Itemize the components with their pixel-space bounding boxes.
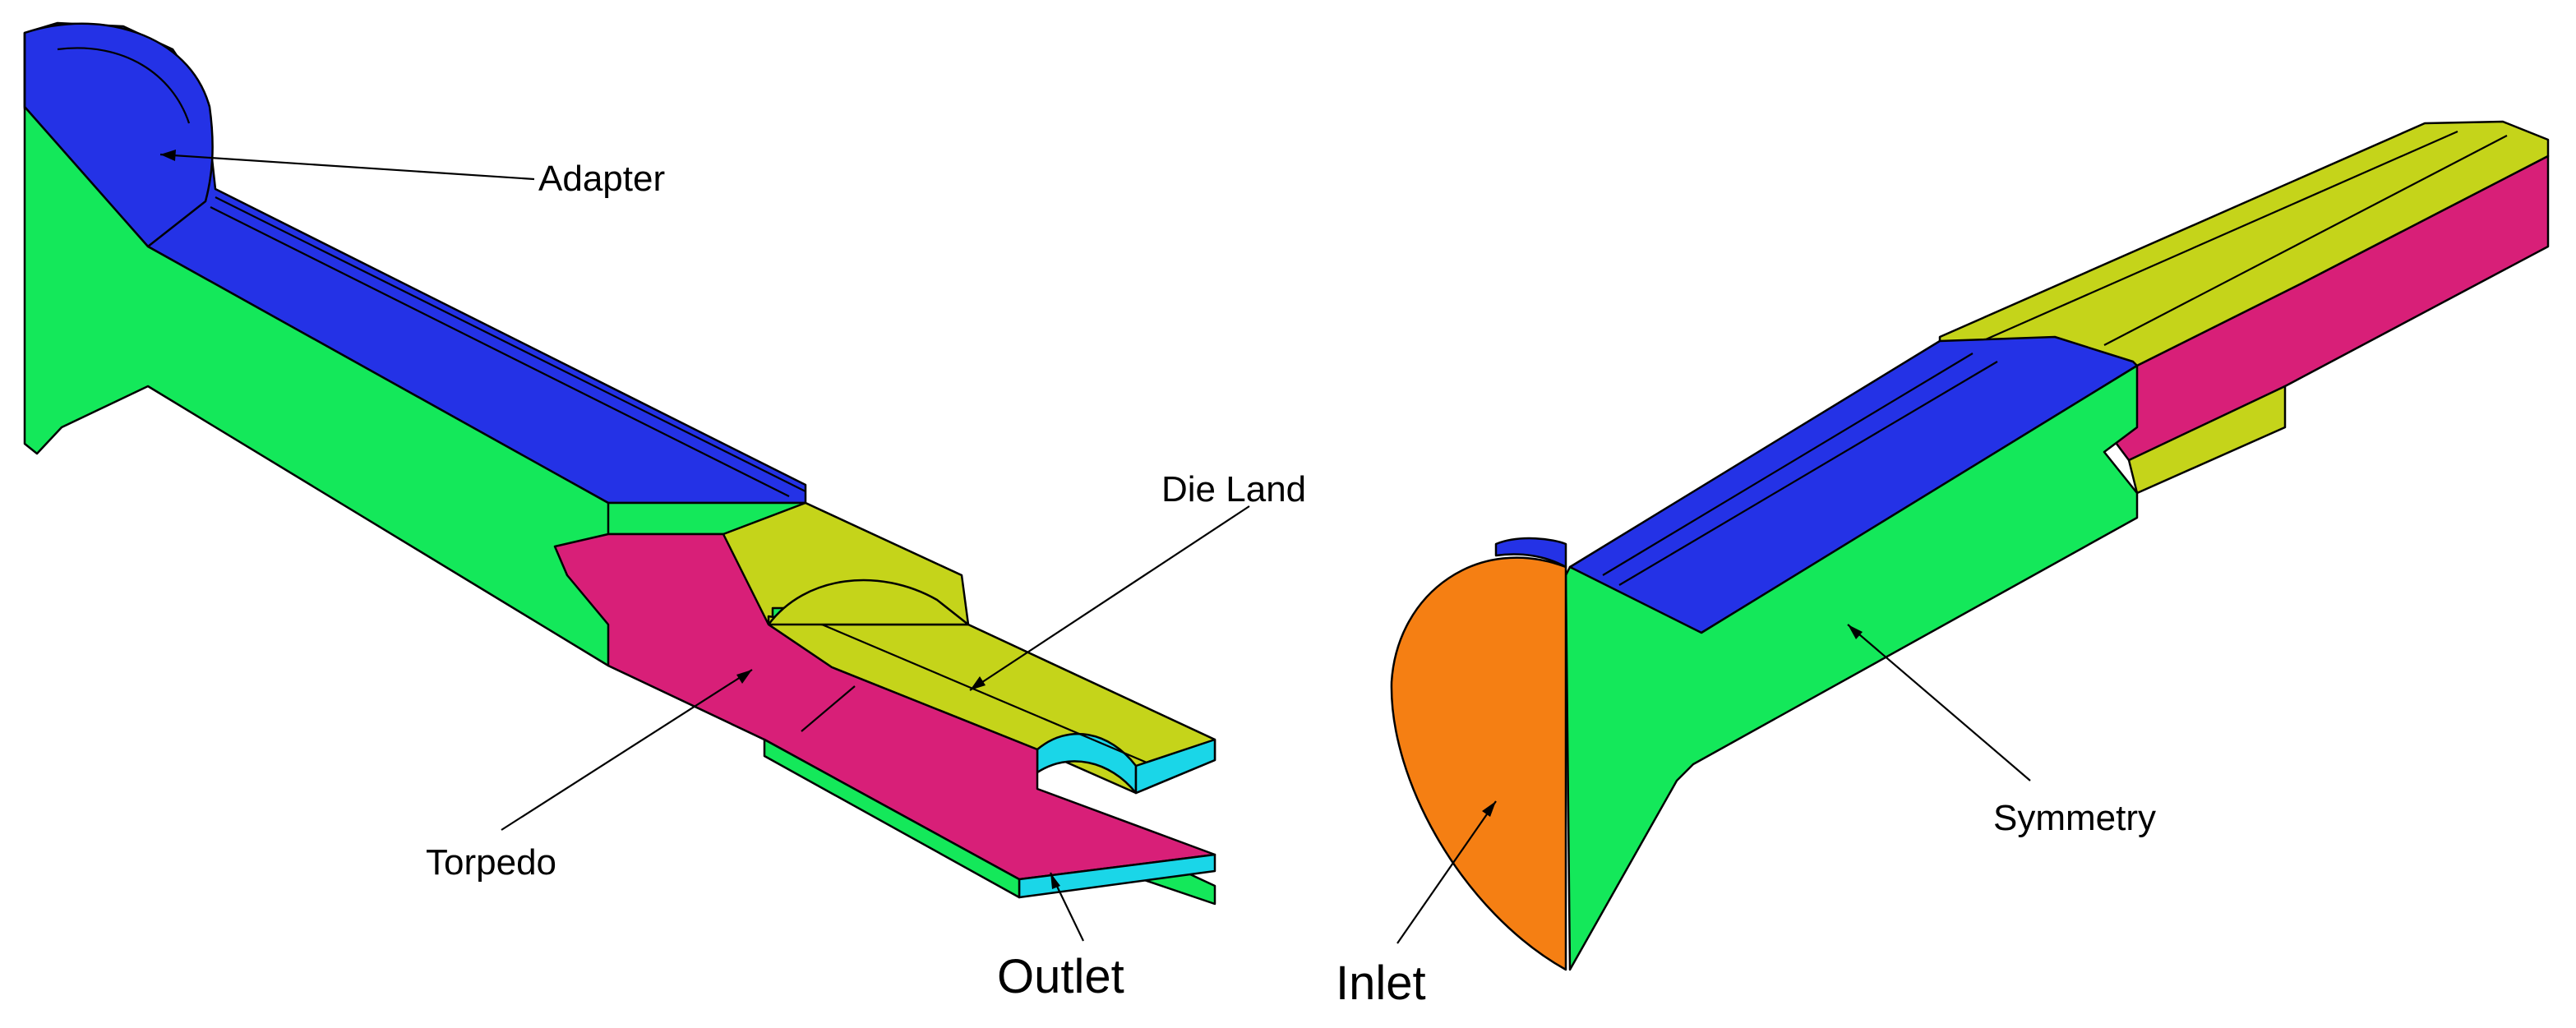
symmetry-label: Symmetry (1993, 798, 2156, 838)
annotations: Adapter Die Land Torpedo Outlet Inlet Sy… (159, 150, 2156, 1010)
left-adapter-groove-2 (210, 206, 790, 497)
torpedo-leader (501, 669, 753, 831)
right-adapter-groove-2 (1618, 361, 1998, 586)
die-land-leader (969, 505, 1250, 691)
die-land-label: Die Land (1161, 469, 1306, 509)
adapter-arrowhead (160, 150, 176, 161)
outlet-label: Outlet (997, 950, 1124, 1003)
left-torpedo-seam (801, 685, 856, 732)
right-torpedo-step (2127, 385, 2287, 495)
left-die-land-line-3 (805, 502, 963, 576)
left-adapter-cap-edge (57, 47, 191, 124)
left-adapter-cap (23, 22, 214, 248)
left-die-land-outlet (1134, 738, 1216, 795)
left-die-land-line-2 (967, 624, 1216, 740)
adapter-leader (159, 153, 535, 181)
outlet-arrowhead (1050, 873, 1060, 889)
right-die-land-line-1 (1972, 130, 2458, 347)
torpedo-arrowhead (736, 670, 752, 684)
torpedo-label: Torpedo (426, 842, 556, 883)
left-die-land-channel (767, 579, 970, 626)
right-symmetry-face (1564, 364, 2139, 971)
symmetry-leader (1847, 624, 2031, 781)
symmetry-arrowhead (1848, 625, 1863, 639)
right-inlet-rim (1494, 537, 1567, 569)
left-view (23, 21, 1216, 906)
die-land-arrowhead (970, 676, 986, 690)
right-inlet-face (1390, 556, 1567, 971)
right-die-land-line-2 (2103, 135, 2508, 346)
left-die-land-line-1 (821, 623, 1152, 766)
right-adapter-groove-1 (1602, 353, 1974, 576)
right-view (1390, 120, 2550, 971)
adapter-label: Adapter (538, 159, 665, 199)
left-adapter-groove-1 (215, 196, 806, 492)
left-outlet-bottom-strip (763, 738, 1021, 899)
inlet-arrowhead (1482, 801, 1496, 817)
inlet-leader (1396, 800, 1497, 944)
inlet-label: Inlet (1336, 957, 1426, 1010)
left-torpedo-surface (553, 532, 1216, 881)
